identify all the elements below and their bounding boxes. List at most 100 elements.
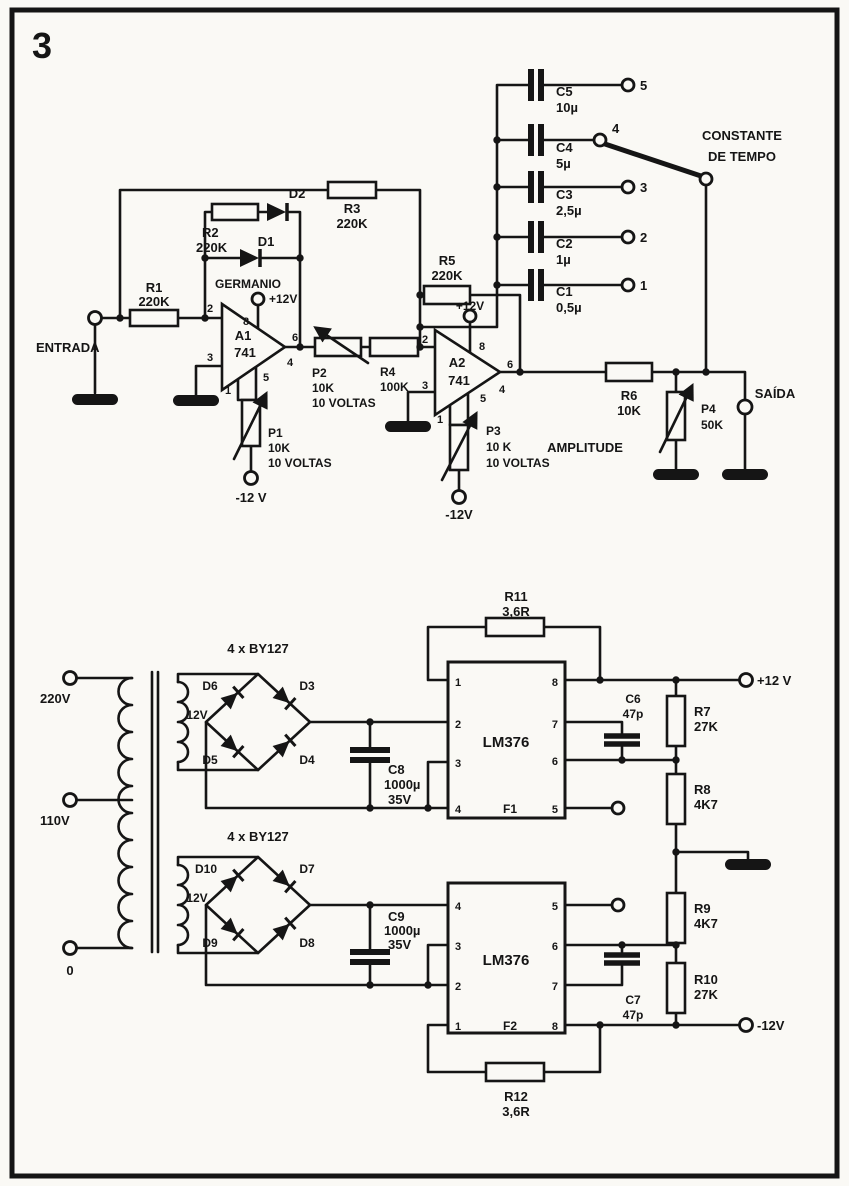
label-ic2-pin6: 6 [552, 941, 558, 953]
label-c9-value: 1000µ [384, 923, 420, 938]
terminal-ic2-pin5 [610, 897, 626, 913]
label-r10-name: R10 [694, 972, 718, 987]
label-a2-pin5: 5 [480, 393, 486, 405]
label-p3-turns: 10 VOLTAS [486, 456, 550, 470]
label-ic2-pin4: 4 [455, 901, 462, 913]
label-a2-type: 741 [448, 373, 470, 388]
label-a2-plus12: +12V [456, 299, 484, 313]
label-ic1-pin2: 2 [455, 719, 461, 731]
label-p2-value: 10K [312, 381, 334, 395]
capacitor-c7: C7 47p [604, 952, 644, 1022]
label-c9-voltage: 35V [388, 937, 411, 952]
capacitor-c9: C9 1000µ 35V [350, 909, 420, 965]
bridge1: 4 x BY127 D6 D3 D5 D4 12V [186, 641, 315, 767]
resistor-r10: R10 27K [665, 961, 718, 1015]
label-terminal-1: 1 [640, 278, 647, 293]
label-r11-name: R11 [504, 589, 527, 604]
label-d8: D8 [299, 936, 315, 950]
resistor-r7: R7 27K [665, 694, 718, 748]
terminal-cap-4 [592, 132, 608, 148]
capacitor-c6: C6 47p [604, 692, 643, 747]
label-ic2-pin7: 7 [552, 981, 558, 993]
terminal-ic1-pin5 [610, 800, 626, 816]
label-r11-value: 3,6R [502, 604, 530, 619]
label-ic1-pin7: 7 [552, 719, 558, 731]
label-a1-name: A1 [235, 328, 252, 343]
terminal-cap-3 [620, 179, 636, 195]
transformer-primary-coil [117, 676, 134, 950]
label-minus12-p1: -12 V [235, 490, 266, 505]
label-c8-voltage: 35V [388, 792, 411, 807]
label-c4-name: C4 [556, 140, 573, 155]
page-border [9, 7, 840, 1179]
label-r3-value: 220K [336, 216, 368, 231]
label-ic1-pin4: 4 [455, 804, 462, 816]
pot-p2: P2 10K 10 VOLTAS [312, 326, 376, 410]
resistor-r3: R3 220K [326, 180, 378, 231]
transformer-secondary2-coil [176, 863, 190, 947]
label-110v: 110V [40, 813, 70, 828]
bridge2: 4 x BY127 D10 D7 D9 D8 12V [186, 829, 315, 950]
diode-d1: D1 GERMANIO [215, 234, 281, 291]
label-ic1-pin5: 5 [552, 804, 558, 816]
transformer-secondary1-coil [176, 680, 190, 764]
label-p2-turns: 10 VOLTAS [312, 396, 376, 410]
ground-psu [725, 859, 771, 870]
label-c8-value: 1000µ [384, 777, 420, 792]
terminal-cap-1 [620, 277, 636, 293]
label-a1-pin4: 4 [287, 357, 294, 369]
label-d5: D5 [202, 753, 218, 767]
label-p1-turns: 10 VOLTAS [268, 456, 332, 470]
label-c2-name: C2 [556, 236, 573, 251]
label-r9-name: R9 [694, 901, 711, 916]
label-germanio: GERMANIO [215, 277, 281, 291]
label-a1-plus12: +12V [269, 292, 297, 306]
label-r12-name: R12 [504, 1089, 528, 1104]
label-c7-value: 47p [623, 1008, 644, 1022]
label-220v: 220V [40, 691, 71, 706]
wires-psu-section [75, 625, 750, 1074]
label-constante: CONSTANTE [702, 128, 782, 143]
label-psu-minus12: -12V [757, 1018, 785, 1033]
label-ic2-f2: F2 [503, 1019, 517, 1033]
terminal-psu-minus12 [738, 1017, 754, 1033]
label-ic2-pin5: 5 [552, 901, 558, 913]
terminal-110v [62, 792, 78, 808]
label-c5-name: C5 [556, 84, 573, 99]
diode-d2: D2 [265, 186, 305, 223]
resistor-r9: R9 4K7 [665, 891, 718, 945]
label-ic2-pin3: 3 [455, 941, 461, 953]
resistor-r6: R6 10K [604, 361, 654, 418]
label-r6-value: 10K [617, 403, 641, 418]
label-p3-value: 10 K [486, 440, 512, 454]
label-p4-name: P4 [701, 402, 716, 416]
label-a1-type: 741 [234, 345, 256, 360]
ground-entrada [72, 394, 118, 405]
ground-p4 [653, 469, 699, 480]
label-r5-name: R5 [439, 253, 456, 268]
label-a2-pin8: 8 [479, 341, 485, 353]
resistor-r8: R8 4K7 [665, 772, 718, 826]
label-a2-name: A2 [449, 355, 466, 370]
label-p4-value: 50K [701, 418, 723, 432]
label-a1-pin5: 5 [263, 372, 269, 384]
terminal-entrada [87, 310, 103, 326]
label-c6-name: C6 [625, 692, 641, 706]
label-minus12-p3: -12V [445, 507, 473, 522]
bridge1-outline [204, 672, 312, 772]
terminal-a2-plus12 [462, 308, 478, 324]
label-r5-value: 220K [431, 268, 463, 283]
opamp-a1: A1 741 2 3 8 6 4 1 5 +12V [207, 292, 298, 397]
label-r12-value: 3,6R [502, 1104, 530, 1119]
label-a1-pin6: 6 [292, 332, 298, 344]
label-ic1-pin8: 8 [552, 677, 558, 689]
label-d7: D7 [299, 862, 315, 876]
label-by127-1: 4 x BY127 [227, 641, 288, 656]
label-terminal-4: 4 [612, 121, 620, 136]
label-p3-name: P3 [486, 424, 501, 438]
label-r4-name: R4 [380, 365, 396, 379]
label-a1-pin8: 8 [243, 316, 249, 328]
label-d1: D1 [258, 234, 275, 249]
